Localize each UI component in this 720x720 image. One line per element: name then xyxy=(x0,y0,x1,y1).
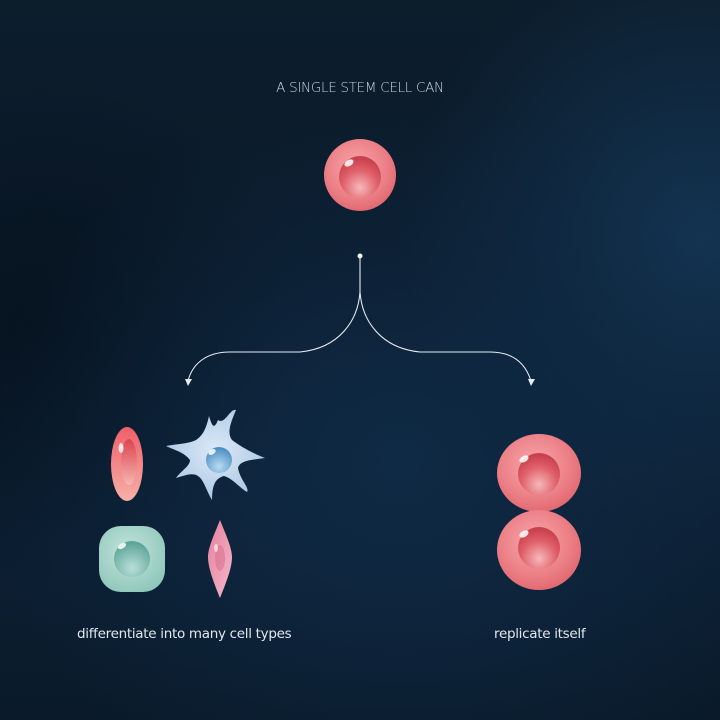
epithelial-cell-icon xyxy=(99,526,165,592)
replicated-cells-icon xyxy=(497,434,581,590)
diagram-title: A SINGLE STEM CELL CAN xyxy=(276,80,444,96)
nerve-cell-icon xyxy=(166,409,265,500)
differentiate-caption: differentiate into many cell types xyxy=(77,626,292,642)
daughter-cell-top-icon xyxy=(497,434,581,512)
daughter-cell-bottom-icon xyxy=(497,510,581,590)
muscle-cell-icon xyxy=(208,520,232,598)
replicate-caption: replicate itself xyxy=(494,626,586,642)
stem-cell-icon xyxy=(324,139,396,211)
red-blood-cell-icon xyxy=(111,427,143,501)
branch-arrow-icon xyxy=(185,253,535,386)
